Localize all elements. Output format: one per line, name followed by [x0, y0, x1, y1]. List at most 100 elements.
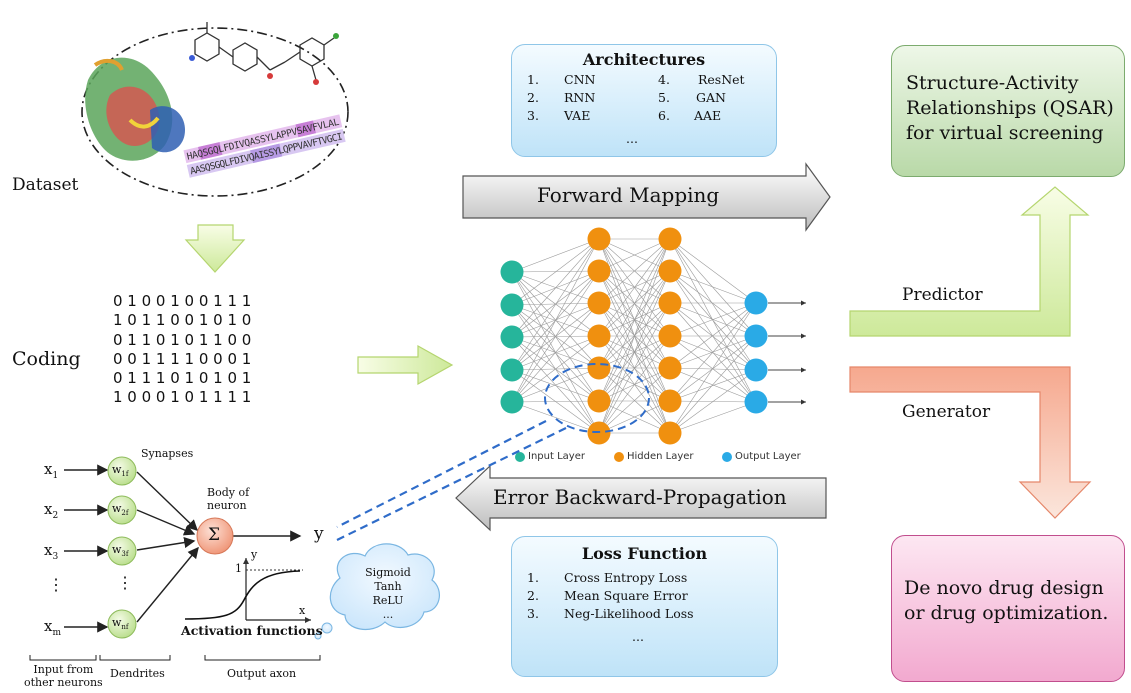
network-edge	[669, 369, 757, 434]
network-edge	[669, 335, 757, 371]
plot-y-label: y	[251, 548, 258, 561]
network-edge	[669, 270, 757, 337]
network-edge	[669, 270, 757, 371]
weight-wnf: wnf	[112, 616, 129, 632]
right-arrow-coding	[357, 344, 454, 386]
input-node	[500, 358, 524, 382]
loss-name-1: Cross Entropy Loss	[564, 570, 688, 585]
network-edge	[669, 238, 757, 304]
hidden-node	[658, 291, 682, 315]
connector-line-lower	[336, 427, 567, 541]
output-axon-label: Output axon	[227, 667, 297, 680]
network-edge	[598, 238, 671, 304]
weight-w1f: w1f	[112, 463, 129, 479]
cloud-ellipsis: ...	[382, 608, 394, 621]
cloud-relu: ReLU	[372, 594, 404, 607]
hidden-node	[658, 227, 682, 251]
network-edge	[511, 271, 600, 304]
arch-name-4: ResNet	[698, 72, 745, 87]
network-edge	[511, 238, 600, 371]
hidden-node	[587, 421, 611, 445]
neuron-model	[29, 456, 440, 661]
arch-num-4: 4.	[658, 72, 670, 87]
coding-label: Coding	[12, 348, 81, 370]
input-dots: ⋮	[48, 575, 64, 594]
input-xm: xm	[44, 617, 62, 638]
legend-output-dot	[722, 452, 732, 462]
arch-name-2: RNN	[564, 90, 596, 105]
network-edge	[598, 302, 671, 434]
cloud-tanh: Tanh	[374, 580, 402, 593]
molecule-image	[194, 22, 335, 81]
denovo-line-2: or drug optimization.	[904, 602, 1109, 624]
network-edge	[598, 367, 671, 434]
network-edge	[511, 335, 600, 403]
down-arrow-dataset	[184, 224, 246, 273]
sum-symbol: Σ	[208, 525, 221, 545]
legend-hidden-dot	[614, 452, 624, 462]
arch-num-3: 3.	[527, 108, 539, 123]
dataset-label: Dataset	[12, 175, 79, 195]
matrix-row: 0 1 0 0 1 0 0 1 1 1	[113, 292, 252, 310]
input-x3: x3	[44, 541, 59, 562]
loss-num-2: 2.	[527, 588, 539, 603]
network-edge	[511, 270, 600, 403]
network-edge	[511, 400, 600, 403]
connector-line-upper	[336, 420, 547, 528]
network-edge	[669, 302, 757, 403]
network-edge	[511, 270, 600, 273]
forward-mapping-arrow	[462, 162, 831, 232]
network-edge	[511, 238, 600, 306]
network-edge	[598, 335, 671, 434]
loss-num-3: 3.	[527, 606, 539, 621]
hidden-node	[658, 356, 682, 380]
input-x2-label: x	[44, 500, 53, 518]
network-edge	[511, 238, 600, 273]
error-backward-arrow	[455, 464, 827, 532]
architectures-title: Architectures	[582, 50, 706, 69]
loss-name-3: Neg-Likelihood Loss	[564, 606, 694, 621]
network-edge	[598, 238, 671, 402]
hidden-node	[587, 227, 611, 251]
arch-num-1: 1.	[527, 72, 539, 87]
loss-ellipsis: ...	[632, 629, 644, 644]
input-x2: x2	[44, 500, 59, 521]
neural-network	[500, 227, 806, 462]
network-edge	[669, 270, 757, 304]
qsar-line-1: Structure-Activity	[906, 72, 1079, 94]
network-edge	[598, 270, 671, 434]
arch-name-6: AAE	[694, 108, 722, 123]
input-node	[500, 325, 524, 349]
input-node	[500, 293, 524, 317]
input-xm-label: x	[44, 617, 53, 635]
network-edge	[511, 302, 600, 403]
arch-ellipsis: ...	[626, 131, 638, 146]
architectures-box: Architectures 1. CNN 2. RNN 3. VAE 4. Re…	[511, 44, 777, 157]
network-edge	[598, 238, 671, 369]
matrix-row: 0 1 1 1 0 1 0 1 0 1	[113, 369, 252, 388]
hidden-node	[587, 291, 611, 315]
network-edge	[669, 302, 757, 402]
network-edge	[598, 238, 671, 337]
network-edge	[598, 238, 671, 272]
output-node	[744, 291, 768, 315]
hidden-node	[658, 389, 682, 413]
protein-image	[85, 57, 185, 161]
hidden-node	[658, 324, 682, 348]
loss-function-box: Loss Function 1. Cross Entropy Loss 2. M…	[511, 536, 778, 677]
hidden-node	[587, 356, 611, 380]
denovo-box: De novo drug design or drug optimization…	[891, 535, 1125, 682]
arch-name-5: GAN	[696, 90, 726, 105]
network-edge	[598, 400, 671, 434]
arch-num-5: 5.	[658, 90, 670, 105]
weight-w2f: w2f	[112, 502, 129, 518]
weight-dots: ⋮	[117, 573, 133, 592]
highlight-ellipse	[544, 363, 650, 433]
hidden-node	[587, 259, 611, 283]
predictor-arrow	[849, 186, 1090, 337]
network-edge	[511, 401, 600, 434]
generator-label: Generator	[902, 402, 991, 422]
